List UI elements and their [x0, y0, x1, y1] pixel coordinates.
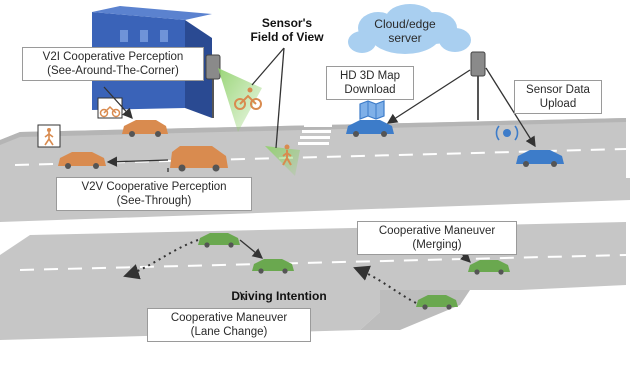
label-cloud-edge-server: Cloud/edge server: [374, 17, 436, 45]
wireless-signal-icon: [495, 125, 519, 141]
label-cooperative-maneuver-merging: Cooperative Maneuver (Merging): [357, 221, 517, 255]
sensor-fov-line2: Field of View: [250, 30, 324, 44]
crosswalk: [298, 124, 332, 145]
vehicle-blue-car-right: [516, 150, 564, 167]
cloud-shape: [348, 4, 471, 54]
vehicle-blue-car-center: [346, 120, 394, 137]
pedestrian-icon: [282, 144, 292, 166]
lower-road: [0, 222, 627, 340]
pedestrian-warning-sign: [37, 124, 61, 148]
label-driving-intention: Driving Intention: [231, 289, 327, 303]
roadside-sensor-unit-left: [205, 54, 221, 118]
vehicle-green-car-3: [468, 260, 510, 275]
vehicle-green-car-1: [198, 233, 240, 248]
sensor-fov-line1: Sensor's: [261, 16, 313, 30]
vehicle-green-car-2: [252, 259, 294, 274]
map-download-icon: [359, 100, 385, 120]
driving-intention-trails: [123, 239, 417, 304]
cyclist-icon: [234, 87, 262, 110]
arrows: [103, 47, 536, 301]
label-sensor-field-of-view: Sensor's Field of View: [242, 16, 332, 44]
label-cooperative-maneuver-lane-change: Cooperative Maneuver (Lane Change): [147, 308, 311, 342]
vehicle-orange-car-left: [122, 120, 168, 137]
roadside-sensor-unit-right: [470, 51, 486, 120]
label-v2v-cooperative-perception: V2V Cooperative Perception (See-Through): [56, 177, 252, 211]
field-of-view-cone-right: [265, 146, 300, 176]
cyclist-warning-sign: [97, 97, 123, 119]
vehicle-orange-car-front: [58, 152, 106, 169]
label-sensor-data-upload: Sensor Data Upload: [514, 80, 602, 114]
vehicle-orange-van: [170, 146, 228, 172]
vehicle-green-car-4: [416, 295, 458, 310]
label-hd-map-download: HD 3D Map Download: [326, 66, 414, 100]
label-v2i-cooperative-perception: V2I Cooperative Perception (See-Around-T…: [22, 47, 204, 81]
